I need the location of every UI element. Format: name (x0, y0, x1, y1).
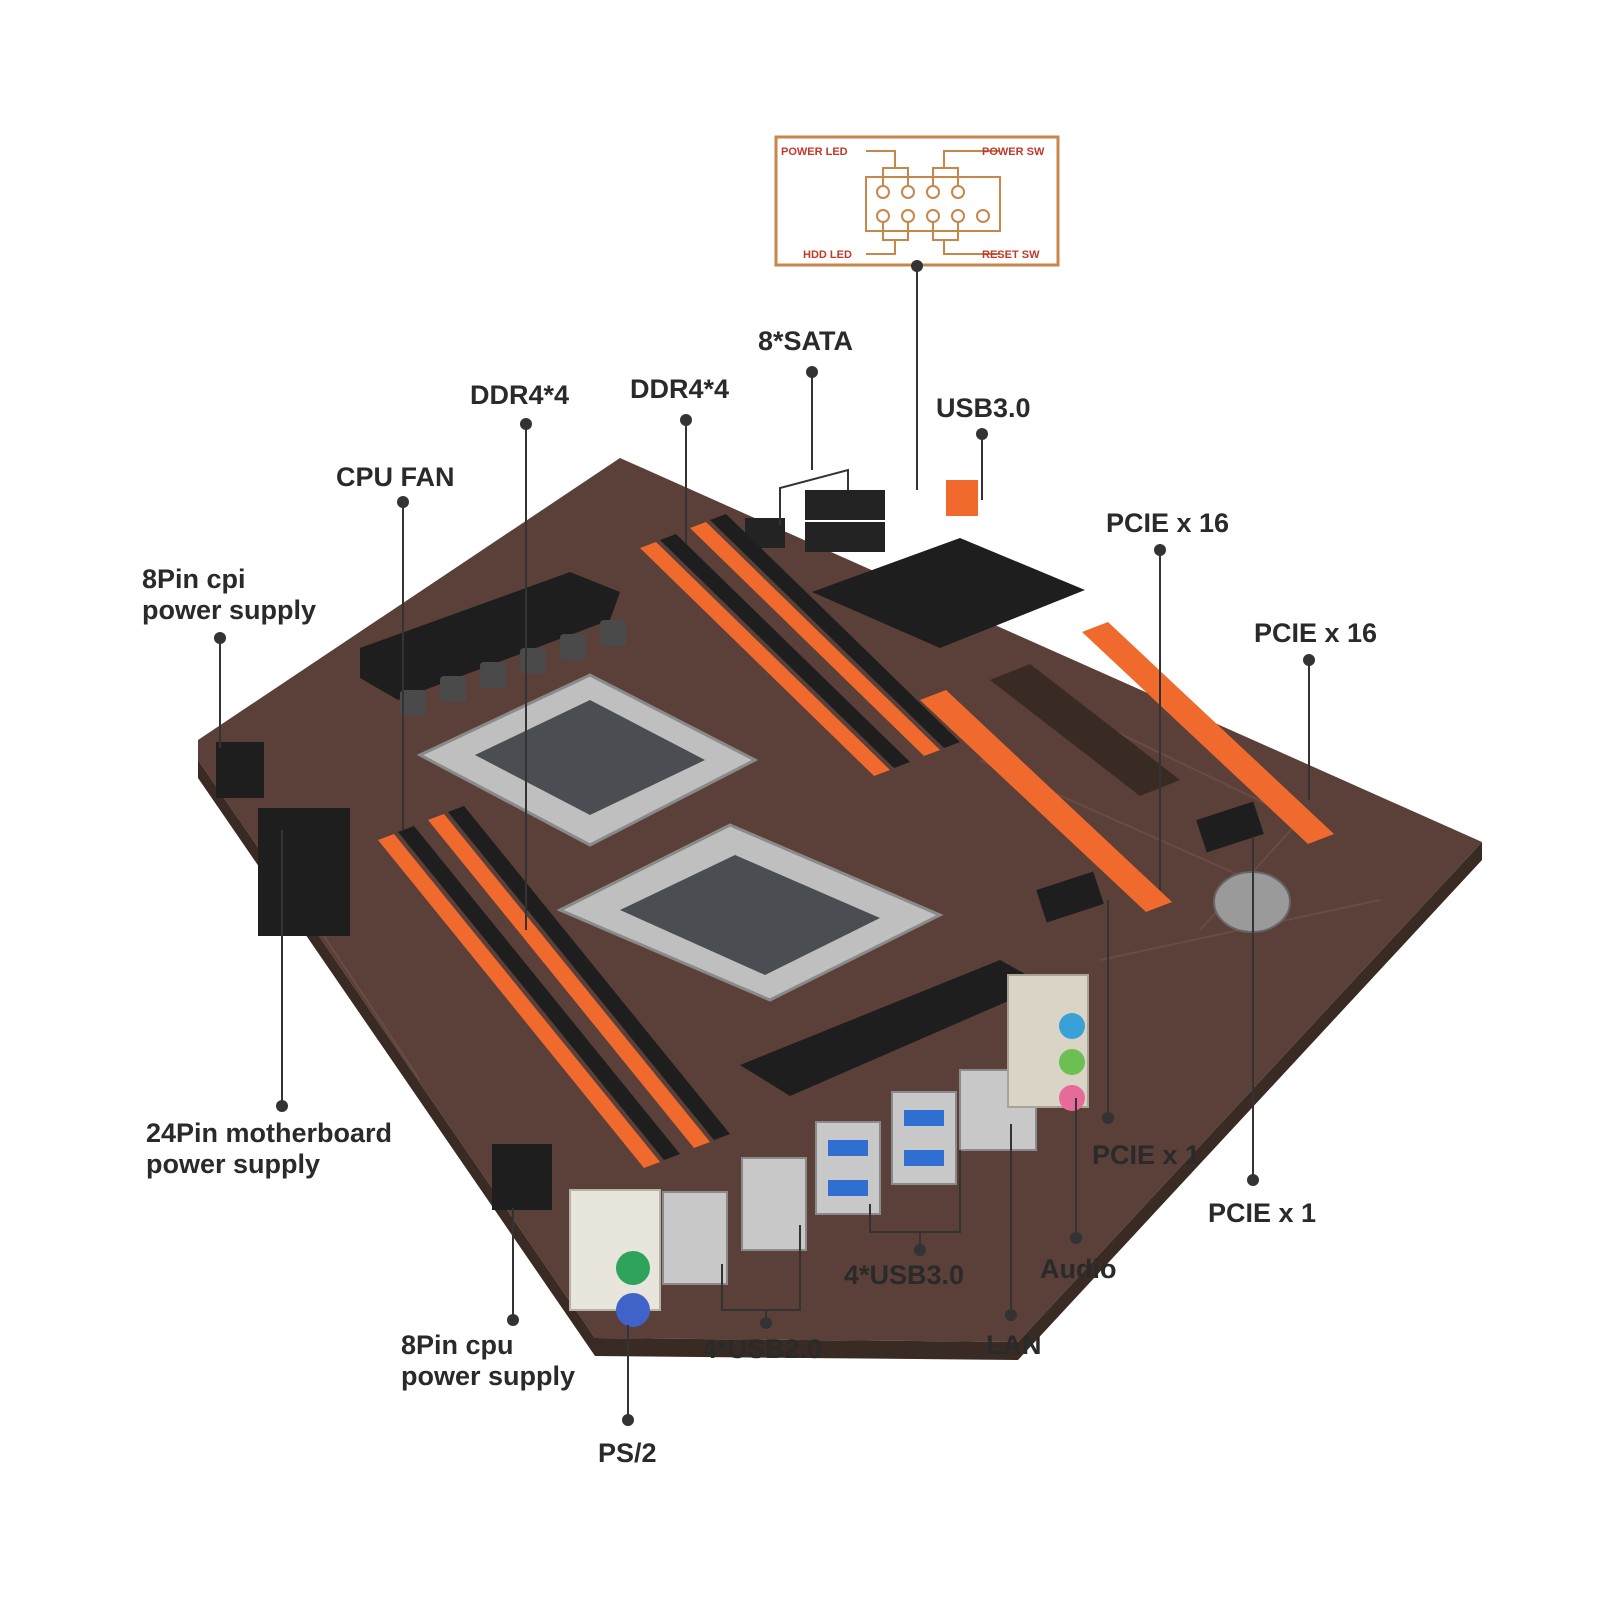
pcie-x16-slot-2 (1082, 622, 1334, 844)
label-8pin-cpu-bottom-line2: power supply (401, 1361, 576, 1391)
label-ps2: PS/2 (598, 1438, 657, 1468)
label-sata: 8*SATA (758, 326, 854, 356)
label-pcie-x1-a: PCIE x 1 (1092, 1140, 1201, 1170)
label-pcie-x16-a: PCIE x 16 (1106, 508, 1230, 538)
ddr4-slots-lower (378, 806, 730, 1168)
cpu-8pin-connector-top (216, 742, 264, 798)
reset-sw-label: RESET SW (982, 249, 1040, 261)
power-sw-label: POWER SW (982, 146, 1045, 158)
callout-lines (219, 265, 1310, 1420)
label-ddr4-left: DDR4*4 (470, 380, 570, 410)
pcie-x1-slot-1 (1036, 871, 1104, 923)
label-usb30-rear: 4*USB3.0 (844, 1260, 965, 1290)
label-24pin-line2: power supply (146, 1149, 321, 1179)
pcie-x1-slot-2 (1196, 801, 1264, 853)
power-led-label: POWER LED (781, 146, 848, 158)
usb30-ports (815, 1091, 957, 1215)
callout-dots (214, 260, 1315, 1426)
atx-24pin-connector (258, 808, 350, 936)
cpu-8pin-connector-bottom (492, 1144, 552, 1210)
rear-io-heatsink (740, 960, 1045, 1096)
label-8pin-cpu-bottom: 8Pin cpu power supply (401, 1330, 575, 1392)
cpu-socket-1 (416, 673, 759, 847)
label-8pin-cpu-bottom-line1: 8Pin cpu (401, 1330, 514, 1360)
label-ddr4-right: DDR4*4 (630, 374, 730, 404)
label-24pin-line1: 24Pin motherboard (146, 1118, 393, 1148)
label-24pin: 24Pin motherboard power supply (146, 1118, 392, 1180)
label-usb30-header: USB3.0 (936, 393, 1031, 423)
hdd-led-label: HDD LED (803, 249, 852, 261)
usb20-ports (662, 1157, 807, 1285)
audio-jacks (1007, 974, 1089, 1111)
front-panel-header-diagram: POWER LED POWER SW HDD LED RESET SW (774, 135, 1060, 267)
label-lan: LAN (986, 1330, 1042, 1360)
m2-slot (990, 664, 1180, 796)
label-usb20: 4*USB2.0 (702, 1334, 823, 1364)
sata-ports (745, 490, 885, 552)
label-cpu-fan: CPU FAN (336, 462, 455, 492)
label-audio: Audio (1040, 1254, 1117, 1284)
cpu-socket-2 (556, 823, 944, 1002)
pcie-x16-slot-1 (920, 690, 1172, 912)
ps2-port (569, 1189, 661, 1327)
label-8pin-cpu-top: 8Pin cpi power supply (142, 564, 316, 626)
usb3-header (946, 480, 978, 516)
label-pcie-x16-b: PCIE x 16 (1254, 618, 1378, 648)
vrm-heatsink (360, 572, 620, 700)
ddr4-slots-upper (640, 514, 960, 776)
chipset-heatsink (812, 538, 1085, 648)
label-8pin-cpu-top-line1: 8Pin cpi (142, 564, 246, 594)
label-pcie-x1-b: PCIE x 1 (1208, 1198, 1317, 1228)
label-8pin-cpu-top-line2: power supply (142, 595, 317, 625)
